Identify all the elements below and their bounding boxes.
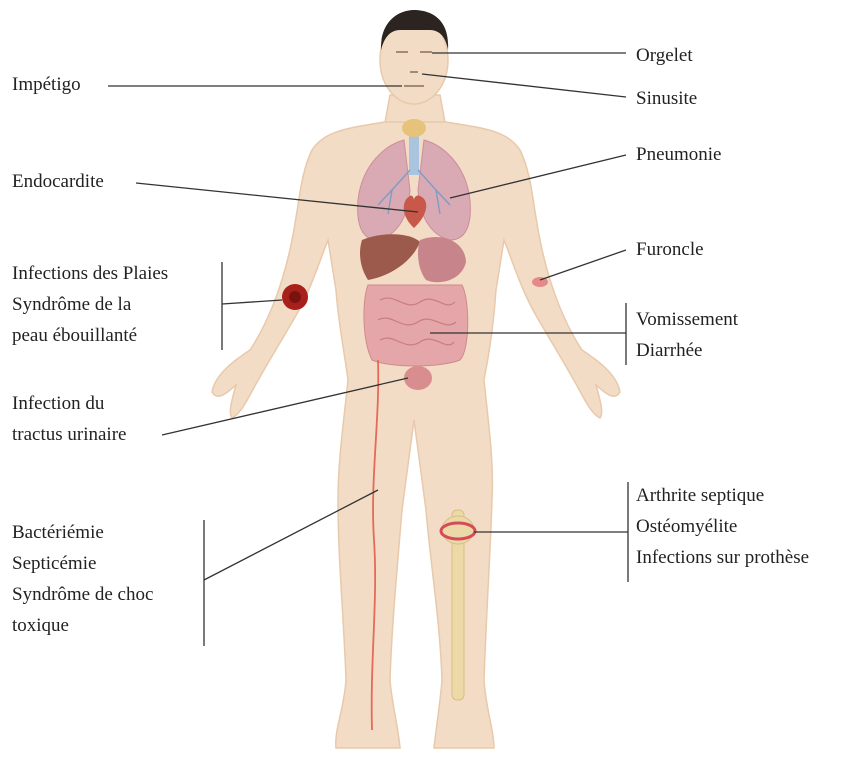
label-sang-line: Septicémie: [12, 548, 153, 579]
label-sang-line: Syndrôme de choc: [12, 579, 153, 610]
label-impetigo: Impétigo: [12, 69, 81, 100]
label-plaies-line: Syndrôme de la: [12, 289, 168, 320]
label-endocardite: Endocardite: [12, 166, 104, 197]
label-furoncle: Furoncle: [636, 234, 704, 265]
label-sinusite: Sinusite: [636, 83, 697, 114]
label-sang-line: Bactériémie: [12, 517, 153, 548]
label-group-digestif: Vomissement Diarrhée: [636, 304, 738, 366]
bladder: [404, 366, 432, 390]
label-digestif-line: Vomissement: [636, 304, 738, 335]
wound-center: [289, 291, 301, 303]
label-digestif-line: Diarrhée: [636, 335, 738, 366]
thyroid: [402, 119, 426, 137]
label-group-os: Arthrite septique Ostéomyélite Infection…: [636, 480, 809, 573]
label-pneumonie: Pneumonie: [636, 139, 722, 170]
label-os-line: Ostéomyélite: [636, 511, 809, 542]
label-group-plaies: Infections des Plaies Syndrôme de la pea…: [12, 258, 168, 351]
label-urinaire-line: Infection du: [12, 388, 126, 419]
label-orgelet: Orgelet: [636, 40, 693, 71]
label-urinaire-line: tractus urinaire: [12, 419, 126, 450]
label-plaies-line: Infections des Plaies: [12, 258, 168, 289]
label-group-urinaire: Infection du tractus urinaire: [12, 388, 126, 450]
label-os-line: Arthrite septique: [636, 480, 809, 511]
label-group-sang: Bactériémie Septicémie Syndrôme de choc …: [12, 517, 153, 641]
intestines: [364, 285, 468, 366]
label-os-line: Infections sur prothèse: [636, 542, 809, 573]
label-sang-line: toxique: [12, 610, 153, 641]
label-plaies-line: peau ébouillanté: [12, 320, 168, 351]
